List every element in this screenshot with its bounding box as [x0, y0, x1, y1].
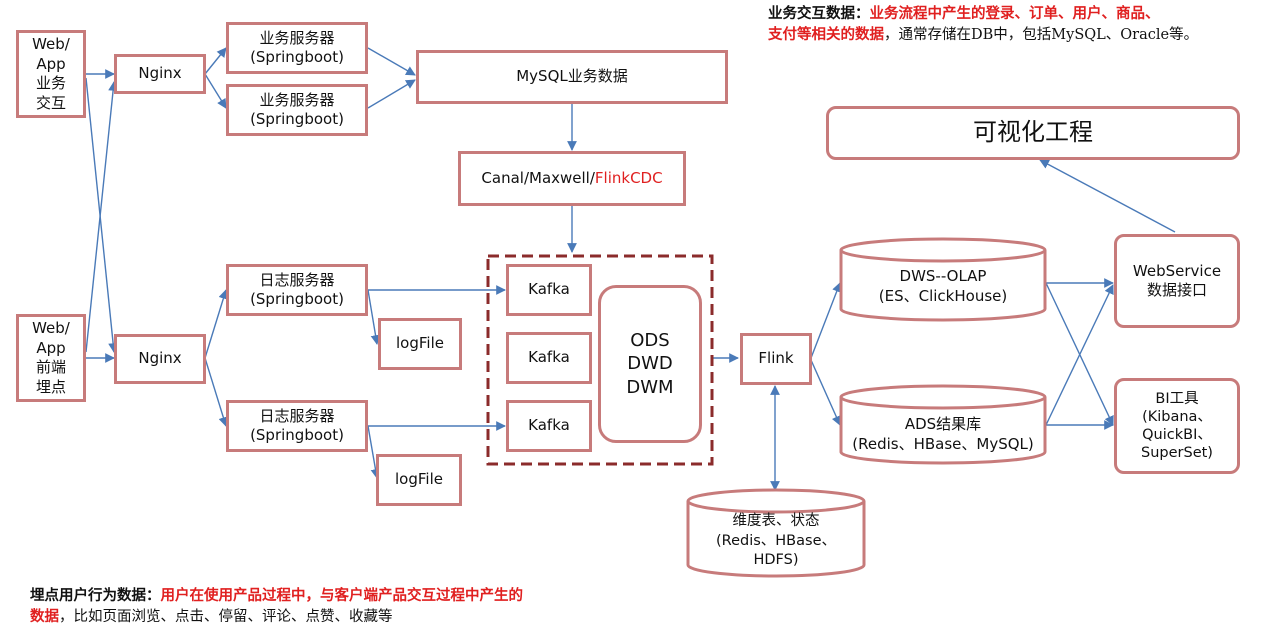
note-bottom-rest: ，比如页面浏览、点击、停留、评论、点赞、收藏等 [59, 609, 393, 626]
arrow-track-to-nginx-top [85, 81, 118, 353]
bi-name: BI工具 [1155, 390, 1199, 407]
cdc-label: Canal/Maxwell/FlinkCDC [481, 169, 662, 189]
arrow-ads-to-webservice [1045, 284, 1114, 426]
source-tracking-line: Web/ [32, 319, 70, 337]
note-bottom-label: 埋点用户行为数据： [30, 588, 161, 604]
dws-name: DWS--OLAP [899, 267, 987, 285]
arrow-biz1-to-mysql [367, 47, 416, 76]
flink-label: Flink [758, 349, 794, 368]
arrow-webservice-to-visual [1039, 159, 1176, 233]
note-bottom-highlight-2: 数据 [30, 609, 59, 626]
nginx-top-label: Nginx [138, 64, 182, 83]
biz-server-1-tech: (Springboot) [250, 48, 344, 66]
layer-dwm: DWM [626, 376, 674, 398]
note-bottom-highlight-1: 用户在使用产品过程中，与客户端产品交互过程中产生的 [160, 588, 524, 604]
dim-text: 维度表、状态 (Redis、HBase、 HDFS) [688, 512, 864, 571]
dim-cylinder [686, 488, 866, 578]
note-business-data: 业务交互数据：业务流程中产生的登录、订单、用户、商品、 支付等相关的数据，通常存… [768, 4, 1268, 46]
nginx-bottom-label: Nginx [138, 349, 182, 368]
logfile-1-label: logFile [396, 334, 444, 353]
source-tracking-line: App [36, 338, 66, 357]
source-business: Web/ App 业务 交互 [16, 30, 86, 118]
arrow-log1-to-logfile [367, 289, 381, 345]
ads-name: ADS结果库 [904, 415, 982, 433]
warehouse-layers: ODS DWD DWM [598, 285, 702, 443]
arrow-flink-to-ads [810, 359, 841, 426]
visual-project: 可视化工程 [826, 106, 1240, 160]
mysql-business-data: MySQL业务数据 [416, 50, 728, 104]
layer-ods: ODS [630, 329, 670, 351]
dim-tech-1: (Redis、HBase、 [715, 532, 836, 549]
log-server-2-name: 日志服务器 [259, 406, 335, 425]
flink: Flink [740, 333, 812, 385]
dim-tech-2: HDFS) [753, 552, 799, 569]
source-business-line: 交互 [35, 93, 66, 112]
log-server-1-tech: (Springboot) [250, 290, 344, 308]
note-top-highlight-2: 支付等相关的数据 [768, 27, 884, 44]
note-top-highlight-1: 业务流程中产生的登录、订单、用户、商品、 [869, 6, 1160, 22]
arrow-nginx-to-log1 [204, 289, 229, 359]
bi-tool-3: SuperSet) [1141, 445, 1213, 462]
kafka-3-label: Kafka [528, 416, 570, 435]
log-server-1: 日志服务器 (Springboot) [226, 264, 368, 316]
arrow-log2-to-logfile [367, 425, 381, 479]
log-server-2-tech: (Springboot) [250, 426, 344, 444]
webservice-name: WebService [1132, 261, 1222, 280]
layer-dwd: DWD [627, 353, 673, 375]
nginx-top: Nginx [114, 54, 206, 94]
logfile-1: logFile [378, 318, 462, 370]
arrow-nginx-to-biz1 [204, 47, 227, 75]
ads-cylinder [839, 384, 1047, 465]
note-top-label: 业务交互数据： [768, 6, 870, 22]
cdc-tools: Canal/Maxwell/FlinkCDC [458, 151, 686, 206]
source-business-line: Web/ [32, 35, 70, 53]
arrow-flink-to-dws [810, 282, 842, 359]
nginx-bottom: Nginx [114, 334, 206, 384]
cdc-part2: FlinkCDC [594, 168, 663, 187]
logfile-2: logFile [376, 454, 462, 506]
ads-text: ADS结果库 (Redis、HBase、MySQL) [841, 414, 1045, 455]
source-tracking: Web/ App 前端 埋点 [16, 314, 86, 402]
biz-server-2: 业务服务器 (Springboot) [226, 84, 368, 136]
arrow-nginx-to-biz2 [204, 73, 227, 109]
bi-tools: BI工具 (Kibana、 QuickBI、 SuperSet) [1114, 378, 1240, 474]
dws-text: DWS--OLAP (ES、ClickHouse) [841, 266, 1045, 307]
biz-server-2-name: 业务服务器 [259, 90, 335, 109]
source-tracking-line: 埋点 [35, 377, 66, 396]
kafka-1: Kafka [506, 264, 592, 316]
ads-tech: (Redis、HBase、MySQL) [852, 435, 1034, 454]
arrow-nginx-to-log2 [204, 357, 229, 427]
arrow-biz2-to-mysql [367, 79, 416, 109]
dws-cylinder [839, 237, 1047, 322]
webservice-desc: 数据接口 [1146, 281, 1207, 299]
note-top-rest: ，通常存储在DB中，包括MySQL、Oracle等。 [884, 27, 1199, 44]
logfile-2-label: logFile [395, 470, 443, 489]
dws-tech: (ES、ClickHouse) [878, 287, 1008, 306]
source-business-line: 业务 [35, 74, 66, 92]
visual-label: 可视化工程 [973, 118, 1093, 147]
bi-tool-2: QuickBI、 [1142, 427, 1212, 443]
webservice-api: WebService 数据接口 [1114, 234, 1240, 328]
kafka-3: Kafka [506, 400, 592, 452]
biz-server-1-name: 业务服务器 [259, 28, 335, 47]
kafka-1-label: Kafka [528, 280, 570, 299]
dim-name: 维度表、状态 [732, 513, 820, 529]
note-tracking-data: 埋点用户行为数据：用户在使用产品过程中，与客户端产品交互过程中产生的 数据，比如… [30, 586, 670, 628]
kafka-2: Kafka [506, 332, 592, 384]
source-tracking-line: 前端 [35, 358, 66, 376]
bi-tool-1: (Kibana、 [1142, 408, 1212, 425]
biz-server-1: 业务服务器 (Springboot) [226, 22, 368, 74]
warehouse-frame [486, 254, 714, 466]
biz-server-2-tech: (Springboot) [250, 110, 344, 128]
log-server-2: 日志服务器 (Springboot) [226, 400, 368, 452]
kafka-2-label: Kafka [528, 348, 570, 367]
log-server-1-name: 日志服务器 [259, 270, 335, 289]
cdc-part1: Canal/Maxwell/ [481, 168, 595, 187]
mysql-label: MySQL业务数据 [516, 67, 628, 86]
source-business-line: App [36, 54, 66, 73]
